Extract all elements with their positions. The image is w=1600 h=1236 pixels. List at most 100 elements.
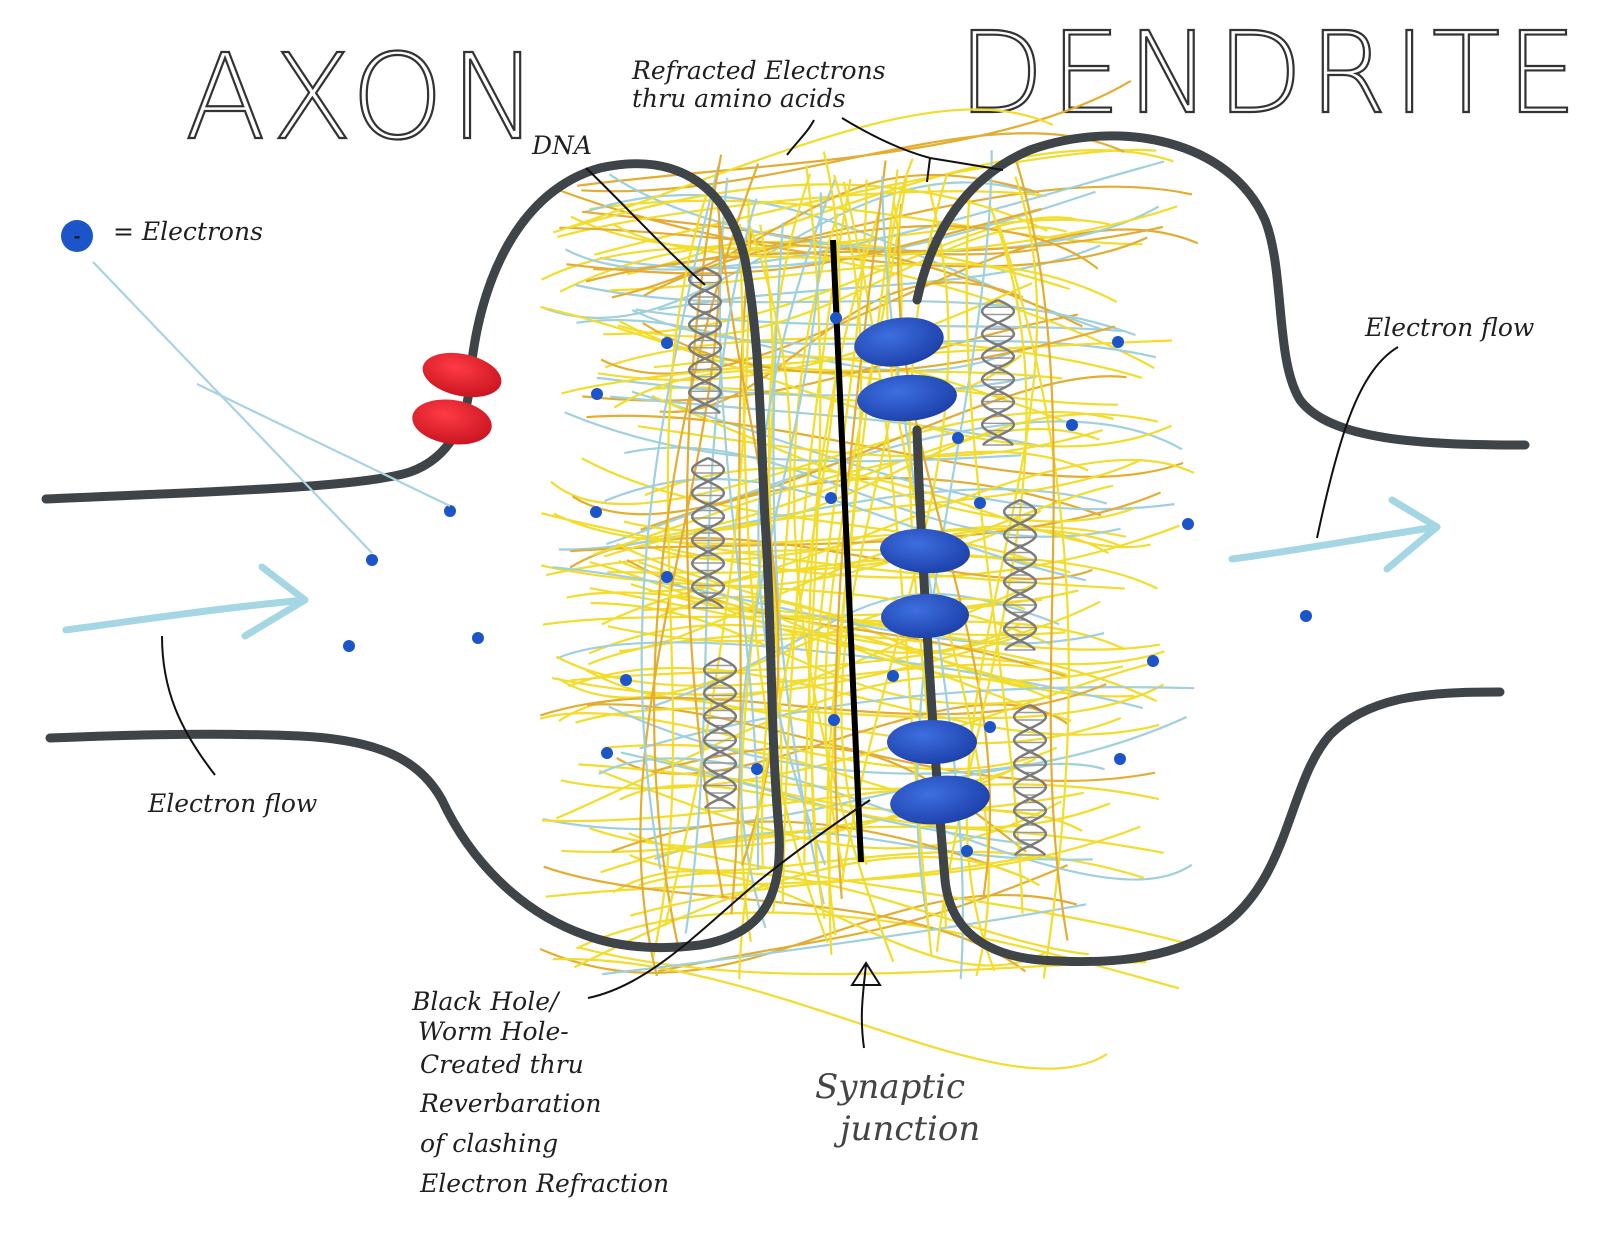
fiber-strand — [757, 177, 837, 866]
dendrite-title: DENDRITE — [958, 9, 1583, 139]
black-hole-line-4: Reverbaration — [419, 1089, 601, 1118]
fiber-strand — [552, 108, 1054, 234]
dna-icon — [702, 656, 738, 809]
electron-dot — [887, 670, 899, 682]
legend-electron-icon — [61, 220, 93, 252]
dna-label: DNA — [531, 131, 592, 160]
electron-dot — [444, 505, 456, 517]
fiber-strand — [840, 202, 903, 865]
electron-flow-right-pointer — [1316, 346, 1399, 539]
fiber-strand — [639, 686, 1195, 750]
fiber-strand — [550, 410, 1114, 506]
axon-title: AXON — [185, 28, 544, 166]
fiber-strand — [638, 560, 1124, 682]
legend-pointer-b — [196, 383, 451, 507]
fiber-strand — [555, 655, 1068, 687]
electron-dot — [751, 763, 763, 775]
electron-dot — [828, 714, 840, 726]
dendrite-post-membrane — [912, 425, 1505, 967]
electron-dot — [366, 554, 378, 566]
electrons — [343, 312, 1312, 857]
fiber-strand — [637, 425, 1104, 458]
fiber-strand — [544, 181, 1036, 320]
refracted-label-line2: thru amino acids — [632, 84, 846, 113]
receptor-blue-5 — [887, 720, 977, 764]
electron-flow-right-label: Electron flow — [1364, 313, 1534, 342]
fiber-strand — [638, 871, 1089, 956]
fiber-strand — [602, 903, 1087, 976]
electron-dot — [661, 571, 673, 583]
black-hole-line — [830, 239, 864, 863]
dna-icon — [980, 298, 1016, 446]
fiber-strand — [608, 173, 1160, 253]
fiber-strand — [612, 205, 1178, 259]
receptor-blue-6 — [890, 775, 990, 825]
dna-pointer — [585, 167, 706, 286]
fiber-strand — [644, 467, 1151, 549]
fiber-strand — [606, 420, 1183, 546]
electron-dot — [1112, 336, 1124, 348]
black-hole-pointer — [587, 799, 871, 999]
electron-dot — [1066, 419, 1078, 431]
refracted-electron-fibers — [539, 79, 1199, 1070]
synaptic-pointer — [850, 961, 882, 1049]
fiber-strand — [644, 753, 1085, 812]
fiber-strand — [586, 414, 1184, 479]
electron-dot — [961, 845, 973, 857]
fiber-strand — [600, 825, 1164, 874]
refracted-label-line1: Refracted Electrons — [631, 56, 886, 85]
electron-dot — [620, 674, 632, 686]
black-hole-line-6: Electron Refraction — [419, 1169, 669, 1198]
electron-dot — [830, 312, 842, 324]
electron-dot — [343, 640, 355, 652]
fiber-strand — [581, 132, 1125, 193]
black-hole-line-1: Black Hole/ — [411, 987, 561, 1016]
dna-icon — [687, 266, 723, 414]
dendrite-membrane-upper — [912, 131, 1530, 450]
electron-dot — [1300, 610, 1312, 622]
fiber-strand — [594, 148, 1157, 256]
black-hole-line-3: Created thru — [420, 1050, 584, 1079]
vesicle-red-1 — [422, 352, 502, 398]
electron-flow-left-pointer — [161, 635, 216, 776]
fiber-strand — [570, 491, 1162, 553]
receptor-blue-3 — [880, 528, 970, 574]
fiber-strand — [810, 179, 868, 919]
fiber-strand — [541, 512, 1125, 590]
fiber-strand — [651, 745, 1027, 853]
fiber-strand — [541, 247, 1155, 370]
electron-dot — [472, 632, 484, 644]
fiber-strand — [589, 587, 1165, 666]
electron-dot — [1147, 655, 1159, 667]
legend-electrons-label: = Electrons — [113, 217, 263, 246]
fiber-strand — [738, 151, 841, 980]
electron-dot — [1182, 518, 1194, 530]
fiber-strand — [616, 542, 1160, 651]
fiber-strand — [543, 865, 1027, 973]
electron-dot — [974, 497, 986, 509]
dna-icon — [690, 456, 726, 609]
fiber-strand — [596, 375, 1037, 397]
electron-dot — [590, 506, 602, 518]
dna-helices — [687, 266, 1048, 856]
fiber-strand — [541, 783, 1160, 823]
electron-dot — [1114, 753, 1126, 765]
fiber-strand — [613, 369, 1119, 409]
flow-arrow-left-head — [241, 563, 309, 640]
fiber-strand — [568, 666, 1160, 736]
fiber-strand — [824, 177, 908, 872]
flow-arrow-left — [62, 596, 309, 634]
receptor-blue-1 — [854, 317, 944, 367]
refracted-pointer-left — [786, 119, 815, 156]
flow-arrow-right-head — [1383, 496, 1441, 573]
fiber-strand — [738, 223, 829, 943]
fiber-strand — [842, 181, 933, 957]
electron-dot — [661, 337, 673, 349]
black-hole-line-2: Worm Hole- — [418, 1017, 569, 1046]
dna-icon — [1002, 498, 1038, 651]
fiber-strand — [1015, 161, 1069, 941]
legend-pointer-a — [92, 261, 373, 554]
fiber-strand — [552, 958, 1108, 1070]
fiber-strand — [935, 205, 1028, 952]
